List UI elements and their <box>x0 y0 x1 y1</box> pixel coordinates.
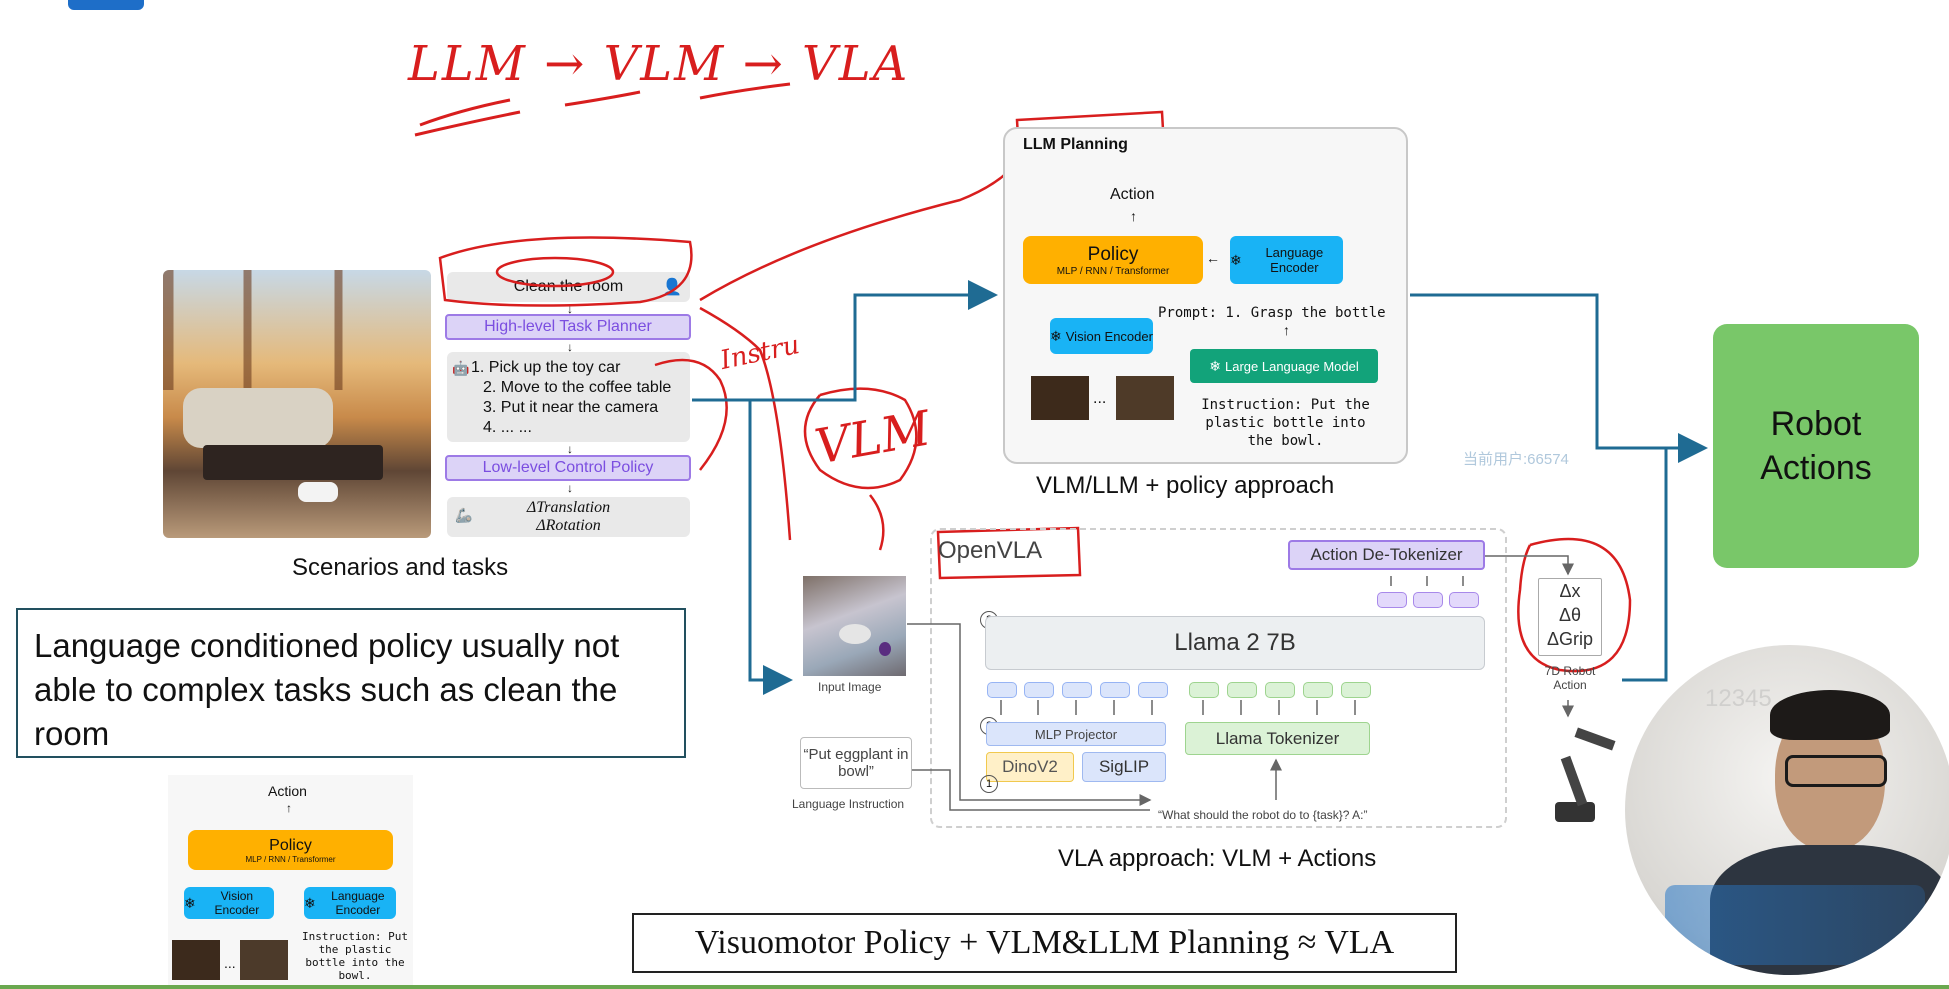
scenario-caption: Scenarios and tasks <box>292 554 509 581</box>
openvla-caption: VLA approach: VLM + Actions <box>1058 845 1377 872</box>
action-token <box>1377 592 1407 608</box>
low-level-policy-box: Low-level Control Policy <box>445 455 691 481</box>
logo-watermark <box>1665 885 1925 965</box>
dgrip-output: ΔGrip <box>1546 629 1594 649</box>
plan-step: 4. ... ... <box>483 419 532 436</box>
webcam-overlay: 12345 <box>1625 645 1949 975</box>
language-instruction-box: “Put eggplant in bowl” <box>800 737 912 789</box>
vision-token <box>987 682 1017 698</box>
llm-planning-caption: VLM/LLM + policy approach <box>1036 472 1335 499</box>
action-token <box>1449 592 1479 608</box>
arrow-3: ↓ <box>567 442 573 456</box>
vision-token <box>1100 682 1130 698</box>
small-instruction: Instruction: Put the plastic bottle into… <box>302 930 408 982</box>
vision-token <box>1138 682 1168 698</box>
openvla-title: OpenVLA <box>938 537 1043 564</box>
dinov2-box: DinoV2 <box>986 752 1074 782</box>
llm-planning-panel <box>1003 127 1408 464</box>
dx-output: Δx <box>1559 581 1581 601</box>
robot-icon: 🤖 <box>452 360 470 376</box>
arrow-2: ↓ <box>567 340 573 354</box>
llama-tokenizer: Llama Tokenizer <box>1185 722 1370 755</box>
small-frame-1 <box>172 940 220 980</box>
llm-action-label: Action <box>1110 186 1155 203</box>
llm-language-encoder: ❄Language Encoder <box>1230 236 1343 284</box>
living-room-image <box>163 270 431 538</box>
mlp-projector: MLP Projector <box>986 722 1166 746</box>
llm-frame-1 <box>1031 376 1089 420</box>
plan-steps-box: 🤖 1. Pick up the toy car 2. Move to the … <box>447 352 690 442</box>
small-frame-2 <box>240 940 288 980</box>
glasses <box>1785 755 1887 787</box>
snowflake-icon: ❄ <box>1050 327 1062 344</box>
handwritten-underlines <box>414 82 791 137</box>
plan-step: 3. Put it near the camera <box>483 399 659 416</box>
small-policy-diagram: Action ↑ Policy MLP / RNN / Transformer … <box>168 775 413 985</box>
text-token <box>1227 682 1257 698</box>
plan-step: 1. Pick up the toy car <box>471 359 621 376</box>
small-action-label: Action <box>268 783 307 799</box>
text-token <box>1341 682 1371 698</box>
arrow-1: ↓ <box>567 302 573 316</box>
handwritten-title: LLM → VLM → VLA <box>408 36 910 92</box>
robot-action-outputs: Δx Δθ ΔGrip <box>1538 578 1602 656</box>
robot-arm-icon: 🦾 <box>455 507 473 523</box>
plan-step: 2. Move to the coffee table <box>483 379 672 396</box>
snowflake-icon: ❄ <box>1209 357 1221 374</box>
snowflake-icon: ❄ <box>1230 251 1242 268</box>
person-hair <box>1770 690 1890 740</box>
action-detokenizer: Action De-Tokenizer <box>1288 540 1485 570</box>
llm-policy-box: Policy MLP / RNN / Transformer <box>1023 236 1203 284</box>
dtheta-output: Δθ <box>1558 605 1582 625</box>
robot-action-label: 7D Robot Action <box>1544 664 1596 692</box>
llm-planning-title: LLM Planning <box>1023 136 1128 153</box>
bottom-formula: Visuomotor Policy + VLM&LLM Planning ≈ V… <box>632 913 1457 973</box>
openvla-panel <box>930 528 1507 828</box>
watermark: 当前用户:66574 <box>1463 451 1569 468</box>
action-token <box>1413 592 1443 608</box>
text-token <box>1303 682 1333 698</box>
snowflake-icon: ❄ <box>304 894 316 911</box>
query-text: “What should the robot do to {task}? A:” <box>1158 808 1368 822</box>
translation-output: ΔTranslation <box>526 499 611 516</box>
small-vision-encoder: ❄Vision Encoder <box>184 887 274 919</box>
robot-arm-image <box>1525 722 1620 832</box>
bottom-strip <box>0 985 1949 989</box>
small-language-encoder: ❄Language Encoder <box>304 887 396 919</box>
llm-frame-2 <box>1116 376 1174 420</box>
logo-fragment <box>68 0 144 10</box>
rotation-output: ΔRotation <box>536 517 601 534</box>
arrow-4: ↓ <box>567 481 573 495</box>
user-icon: 👤 <box>662 279 682 296</box>
control-output-box: 🦾 ΔTranslation ΔRotation <box>447 497 690 537</box>
text-token <box>1265 682 1295 698</box>
high-level-planner-box: High-level Task Planner <box>445 314 691 340</box>
robot-actions-box: Robot Actions <box>1713 324 1919 568</box>
vision-token <box>1062 682 1092 698</box>
input-image <box>803 576 906 676</box>
robot-actions-label: Robot Actions <box>1760 405 1872 487</box>
input-image-label: Input Image <box>818 680 882 694</box>
note-box: Language conditioned policy usually not … <box>16 608 686 758</box>
llm-language-model: ❄Large Language Model <box>1190 349 1378 383</box>
vision-token <box>1024 682 1054 698</box>
text-token <box>1189 682 1219 698</box>
note-text: Language conditioned policy usually not … <box>34 627 620 752</box>
small-policy-box: Policy MLP / RNN / Transformer <box>188 830 393 870</box>
language-instruction-label: Language Instruction <box>792 797 905 811</box>
llm-vision-encoder: ❄Vision Encoder <box>1050 318 1153 354</box>
snowflake-icon: ❄ <box>184 894 196 911</box>
webcam-counter: 12345 <box>1705 685 1772 712</box>
llama-box: Llama 2 7B <box>985 616 1485 670</box>
llm-prompt: Prompt: 1. Grasp the bottle <box>1158 305 1386 321</box>
llm-instruction: Instruction: Put the plastic bottle into… <box>1201 397 1370 449</box>
siglip-box: SigLIP <box>1082 752 1166 782</box>
step-1-marker: 1 <box>980 775 998 793</box>
